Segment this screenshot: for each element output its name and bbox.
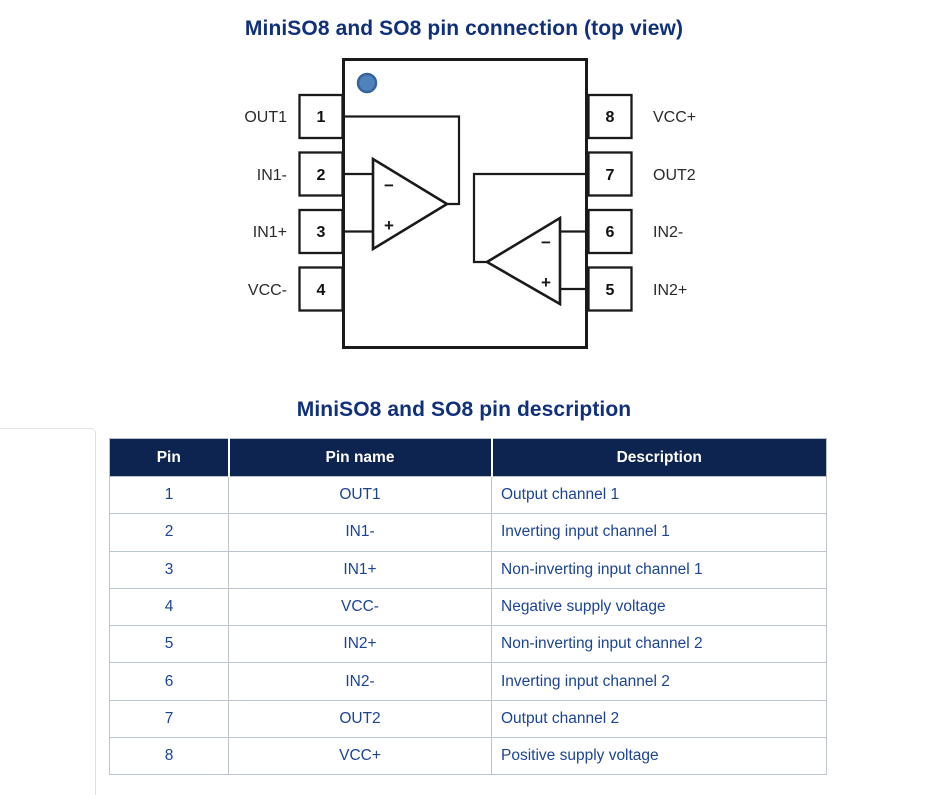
opamp2-minus-sign: − xyxy=(541,233,551,252)
pin-cell: 8 xyxy=(109,737,229,776)
pin-label-in1-plus: IN1+ xyxy=(253,224,287,241)
pin-number-5: 5 xyxy=(606,282,615,299)
description-cell: Non-inverting input channel 1 xyxy=(491,550,827,589)
pin-number-1: 1 xyxy=(317,109,326,126)
pin-cell: 6 xyxy=(109,662,229,701)
pin-label-out1: OUT1 xyxy=(244,109,287,126)
header-pin: Pin xyxy=(109,438,229,477)
pin-label-in2-minus: IN2- xyxy=(653,224,683,241)
pin-description-title: MiniSO8 and SO8 pin description xyxy=(296,398,632,421)
opamp1-plus-sign: + xyxy=(384,216,394,235)
table-row: 1 OUT1 Output channel 1 xyxy=(109,475,827,515)
pin-name-cell: IN1+ xyxy=(228,550,492,589)
pin-number-6: 6 xyxy=(606,224,615,241)
pin-box-4 xyxy=(298,266,344,312)
table-row: 3 IN1+ Non-inverting input channel 1 xyxy=(109,550,827,589)
pin-name-cell: VCC+ xyxy=(228,737,492,776)
description-cell: Non-inverting input channel 2 xyxy=(491,625,827,664)
table-row: 7 OUT2 Output channel 2 xyxy=(109,699,827,739)
header-pin-name: Pin name xyxy=(227,438,492,477)
pin-label-in1-minus: IN1- xyxy=(257,167,287,184)
pin-box-3 xyxy=(298,208,344,255)
opamp1-triangle xyxy=(371,156,450,252)
pin-label-in2-plus: IN2+ xyxy=(653,282,687,299)
opamp2-triangle xyxy=(484,215,562,307)
pin-cell: 2 xyxy=(109,513,229,552)
pin-connection-diagram: − + − + 1 2 3 4 OUT1 IN1- IN1+ VCC- 8 7 … xyxy=(244,58,696,349)
pin-name-cell: IN2- xyxy=(228,662,492,701)
opamp1-minus-sign: − xyxy=(384,176,394,195)
pin-box-5 xyxy=(587,266,633,312)
pin-box-7 xyxy=(587,151,633,197)
pin-name-cell: OUT2 xyxy=(228,699,492,739)
opamp2-plus-sign: + xyxy=(541,273,551,292)
description-cell: Output channel 1 xyxy=(491,475,827,515)
pin-cell: 7 xyxy=(109,699,229,739)
opamp1-output-wire xyxy=(342,115,461,206)
page-corner-edge xyxy=(0,428,96,795)
table-row: 2 IN1- Inverting input channel 1 xyxy=(109,513,827,552)
description-cell: Inverting input channel 1 xyxy=(491,513,827,552)
pin-number-8: 8 xyxy=(606,109,615,126)
pin-label-vcc-minus: VCC- xyxy=(248,282,287,299)
table-row: 5 IN2+ Non-inverting input channel 2 xyxy=(109,625,827,664)
pin-number-7: 7 xyxy=(606,167,615,184)
description-cell: Positive supply voltage xyxy=(491,737,827,776)
header-description: Description xyxy=(490,438,827,477)
pin-description-table: Pin Pin name Description 1 OUT1 Output c… xyxy=(109,438,827,776)
description-cell: Output channel 2 xyxy=(491,699,827,739)
description-cell: Inverting input channel 2 xyxy=(491,662,827,701)
pin-number-4: 4 xyxy=(317,282,326,299)
pin-connection-title: MiniSO8 and SO8 pin connection (top view… xyxy=(244,17,684,40)
pin-cell: 1 xyxy=(109,475,229,515)
table-row: 4 VCC- Negative supply voltage xyxy=(109,587,827,627)
pin-label-vcc-plus: VCC+ xyxy=(653,109,696,126)
pin-number-2: 2 xyxy=(317,167,326,184)
pin-box-1 xyxy=(298,93,344,140)
pin-name-cell: IN2+ xyxy=(228,625,492,664)
pin1-indicator-dot xyxy=(356,72,378,94)
description-cell: Negative supply voltage xyxy=(491,587,827,627)
pin-name-cell: VCC- xyxy=(228,587,492,627)
pin-label-out2: OUT2 xyxy=(653,167,696,184)
pin-box-2 xyxy=(298,151,344,197)
pin-cell: 5 xyxy=(109,625,229,664)
table-row: 8 VCC+ Positive supply voltage xyxy=(109,737,827,776)
pin-number-3: 3 xyxy=(317,224,326,241)
pin-name-cell: IN1- xyxy=(228,513,492,552)
pin-cell: 4 xyxy=(109,587,229,627)
opamp2-output-wire xyxy=(472,172,588,264)
pin-name-cell: OUT1 xyxy=(228,475,492,515)
table-row: 6 IN2- Inverting input channel 2 xyxy=(109,662,827,701)
table-header-row: Pin Pin name Description xyxy=(109,438,827,477)
pin-box-6 xyxy=(587,208,633,255)
pin-box-8 xyxy=(587,93,633,140)
pin-cell: 3 xyxy=(109,550,229,589)
